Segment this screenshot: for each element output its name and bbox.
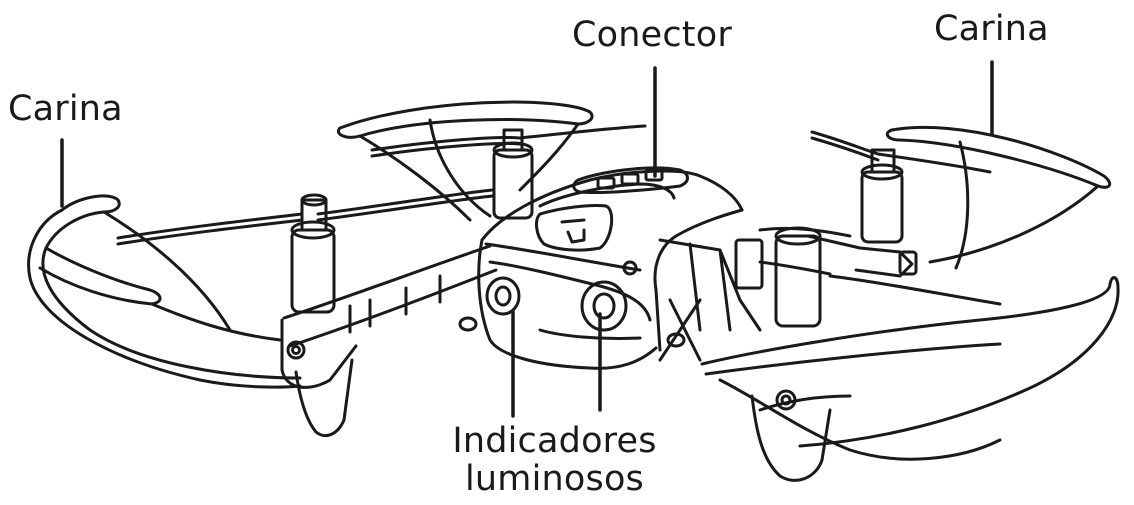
- label-light-indicators-line1: Indicadores: [452, 421, 657, 461]
- label-connector: Conector: [572, 15, 732, 55]
- label-light-indicators: Indicadores luminosos: [452, 422, 657, 498]
- drone-body: [458, 166, 852, 370]
- label-carina-right: Carina: [934, 9, 1049, 49]
- left-front-propeller: [116, 188, 494, 246]
- label-carina-left: Carina: [8, 89, 123, 129]
- leader-lines: [60, 60, 994, 418]
- back-left-motor: [492, 128, 534, 220]
- right-front-guard: [700, 276, 1120, 461]
- back-right-motor: [860, 148, 904, 244]
- left-front-guard: [27, 194, 302, 389]
- left-front-motor: [290, 193, 336, 314]
- label-light-indicators-line2: luminosos: [464, 459, 644, 499]
- back-left-guard: [337, 100, 594, 222]
- right-front-propeller: [758, 260, 1002, 306]
- back-right-guard: [885, 125, 1112, 270]
- left-front-arm: [280, 244, 498, 437]
